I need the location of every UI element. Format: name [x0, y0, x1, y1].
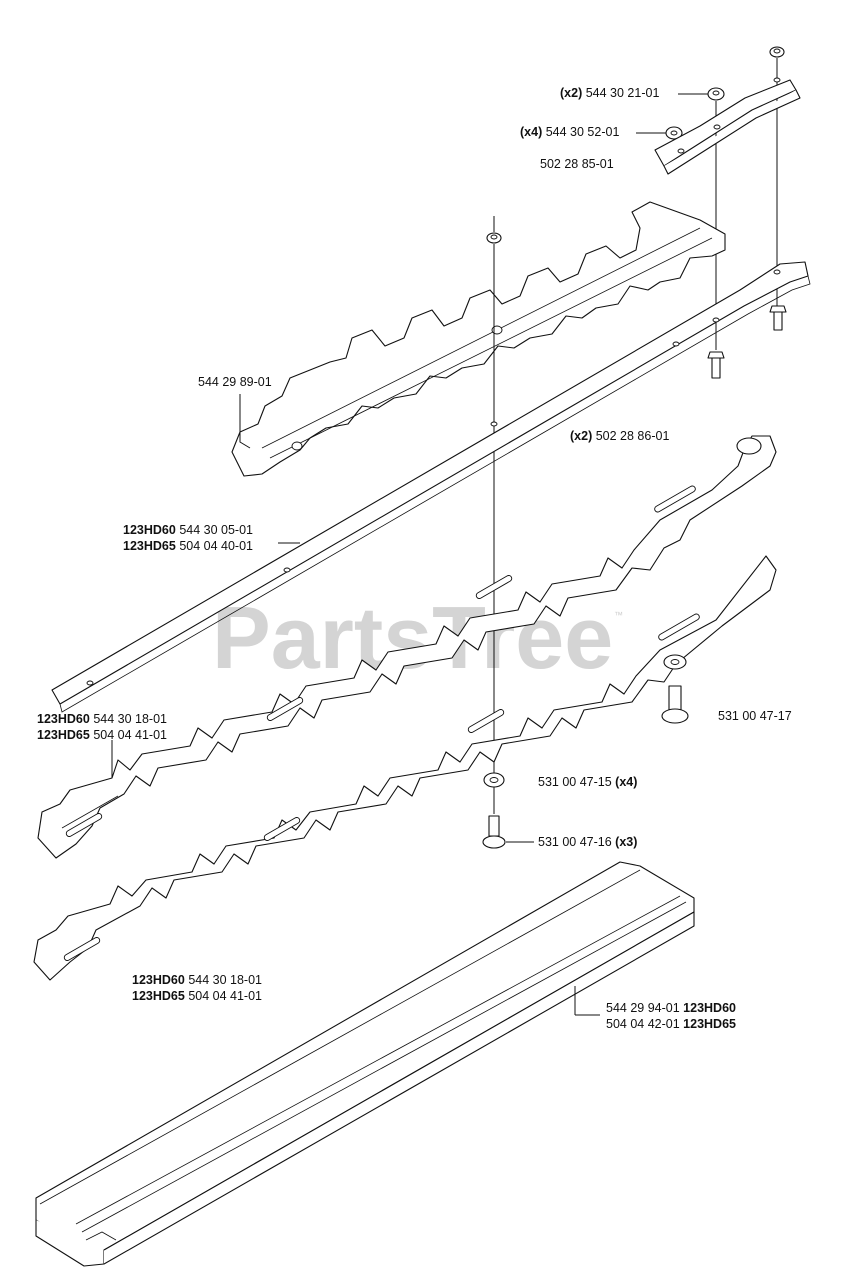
small-nut[interactable]: [707, 87, 725, 101]
bar-screw-mid[interactable]: [707, 351, 725, 379]
top-nut[interactable]: [769, 46, 785, 58]
label-guard-1: 544 29 94-01 123HD60: [606, 1001, 736, 1015]
label-guard-2: 504 04 42-01 123HD65: [606, 1017, 736, 1031]
cutter-nut[interactable]: [486, 232, 502, 244]
label-washer-center: 531 00 47-15 (x4): [538, 775, 637, 789]
washer-center[interactable]: [483, 772, 505, 788]
label-screw-center: 531 00 47-16 (x3): [538, 835, 637, 849]
label-bar-1: 123HD60 544 30 05-01: [123, 523, 253, 537]
label-nut: (x2) 544 30 21-01: [560, 86, 659, 100]
lower-blade[interactable]: [33, 555, 777, 981]
label-blade2-2: 123HD65 504 04 41-01: [132, 989, 262, 1003]
washer-right[interactable]: [663, 654, 687, 670]
label-blade1-1: 123HD60 544 30 18-01: [37, 712, 167, 726]
label-washer-small: (x4) 544 30 52-01: [520, 125, 619, 139]
blade-guard[interactable]: [35, 861, 695, 1267]
blade-bar[interactable]: [51, 261, 811, 713]
label-spacer: (x2) 502 28 86-01: [570, 429, 669, 443]
screw-center[interactable]: [482, 815, 506, 849]
label-blade2-1: 123HD60 544 30 18-01: [132, 973, 262, 987]
label-bar-2: 123HD65 504 04 40-01: [123, 539, 253, 553]
label-screw-right: 531 00 47-17: [718, 709, 792, 723]
bracket[interactable]: [654, 77, 801, 175]
screw-right[interactable]: [661, 685, 689, 724]
label-bracket: 502 28 85-01: [540, 157, 614, 171]
label-cutter: 544 29 89-01: [198, 375, 272, 389]
bar-screw-right[interactable]: [769, 305, 787, 331]
upper-blade[interactable]: [37, 435, 777, 859]
watermark-tm: ™: [614, 610, 623, 620]
label-blade1-2: 123HD65 504 04 41-01: [37, 728, 167, 742]
